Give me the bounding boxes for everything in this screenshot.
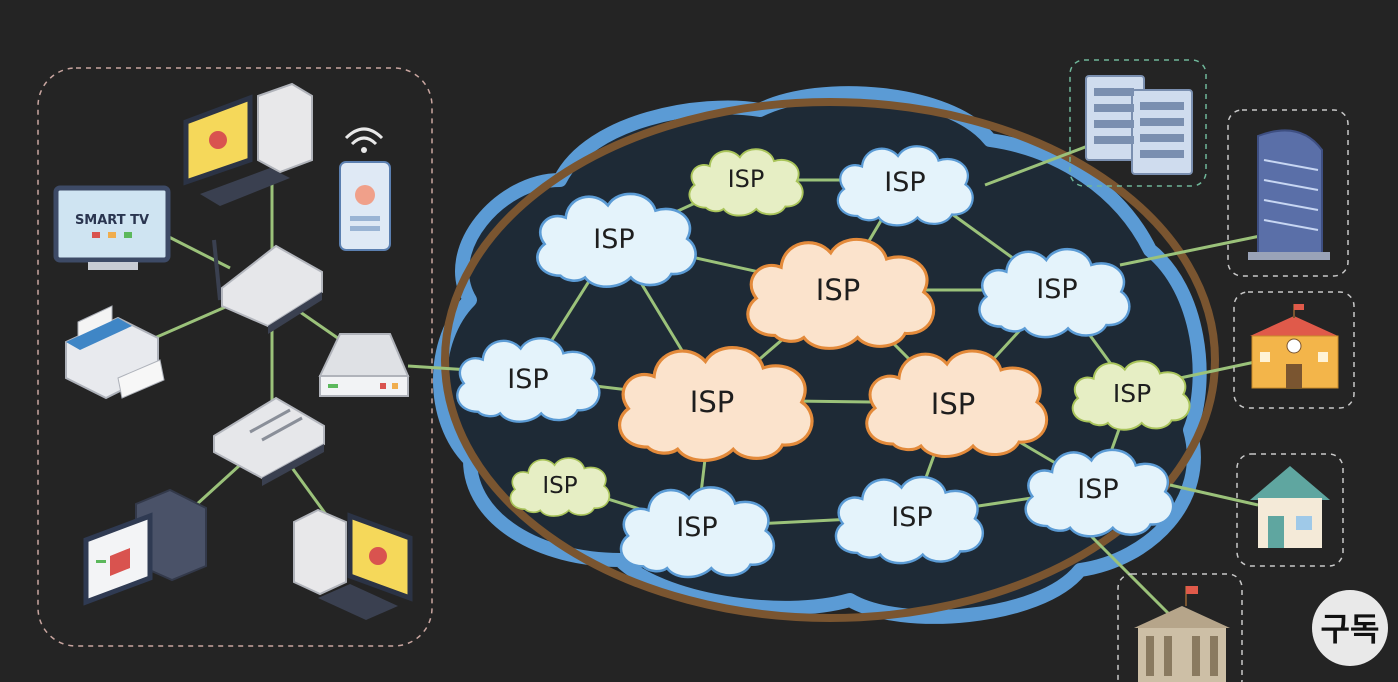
isp-label: ISP xyxy=(507,364,548,395)
isp-cloud-top-center: ISP xyxy=(836,144,974,227)
government-building-icon xyxy=(1134,586,1230,682)
isp-cloud-center-left-orange: ISP xyxy=(617,345,814,463)
house-icon xyxy=(1250,466,1330,548)
isp-cloud-left-middle: ISP xyxy=(455,336,601,423)
isp-label: ISP xyxy=(884,167,925,198)
smart-tv-label: SMART TV xyxy=(75,213,149,228)
router-icon xyxy=(212,239,323,334)
isp-label: ISP xyxy=(542,473,577,499)
isp-label: ISP xyxy=(1036,274,1077,305)
modem-icon xyxy=(318,333,410,397)
isp-cloud-center-right-orange: ISP xyxy=(865,349,1049,459)
school-icon xyxy=(1250,304,1339,389)
smartphone-icon xyxy=(339,127,391,251)
school-box xyxy=(1233,291,1355,409)
government-box xyxy=(1117,573,1243,682)
isp-cloud-bottom-center-left: ISP xyxy=(619,486,776,579)
isp-cloud-bottom-left-small-green: ISP xyxy=(509,457,611,517)
isp-label: ISP xyxy=(676,512,717,543)
smart-tv-icon: SMART TV xyxy=(53,185,171,270)
isp-cloud-bottom-right: ISP xyxy=(1024,448,1175,538)
isp-label: ISP xyxy=(728,165,765,193)
isp-cloud-right-upper: ISP xyxy=(978,247,1131,339)
isp-label: ISP xyxy=(816,273,860,307)
subscribe-badge[interactable]: 구독 xyxy=(1312,590,1388,666)
isp-cloud-bottom-center: ISP xyxy=(834,475,985,565)
house-box xyxy=(1236,453,1344,567)
isp-label: ISP xyxy=(593,224,634,255)
office-box xyxy=(1227,109,1349,277)
server-rack-icon xyxy=(1085,75,1193,175)
isp-cloud-top-small-green: ISP xyxy=(688,148,804,217)
office-building-icon xyxy=(1248,129,1330,260)
desktop-pc-icon xyxy=(183,82,313,206)
desktop-pc-2-icon xyxy=(293,508,413,620)
isp-cloud-right-small-green: ISP xyxy=(1071,360,1191,431)
isp-label: ISP xyxy=(1077,474,1118,505)
lan-links xyxy=(149,180,471,521)
isp-label: ISP xyxy=(690,385,734,419)
isp-label: ISP xyxy=(931,387,975,421)
subscribe-badge-label: 구독 xyxy=(1321,610,1380,648)
isp-label: ISP xyxy=(891,502,932,533)
datacenter-box xyxy=(1069,59,1207,187)
isp-label: ISP xyxy=(1113,379,1151,408)
isp-cloud-center-orange: ISP xyxy=(746,237,936,350)
printer-icon xyxy=(65,305,165,400)
isp-cloud-top-left: ISP xyxy=(536,192,697,289)
media-pc-icon xyxy=(83,488,207,606)
network-switch-icon xyxy=(213,396,325,486)
